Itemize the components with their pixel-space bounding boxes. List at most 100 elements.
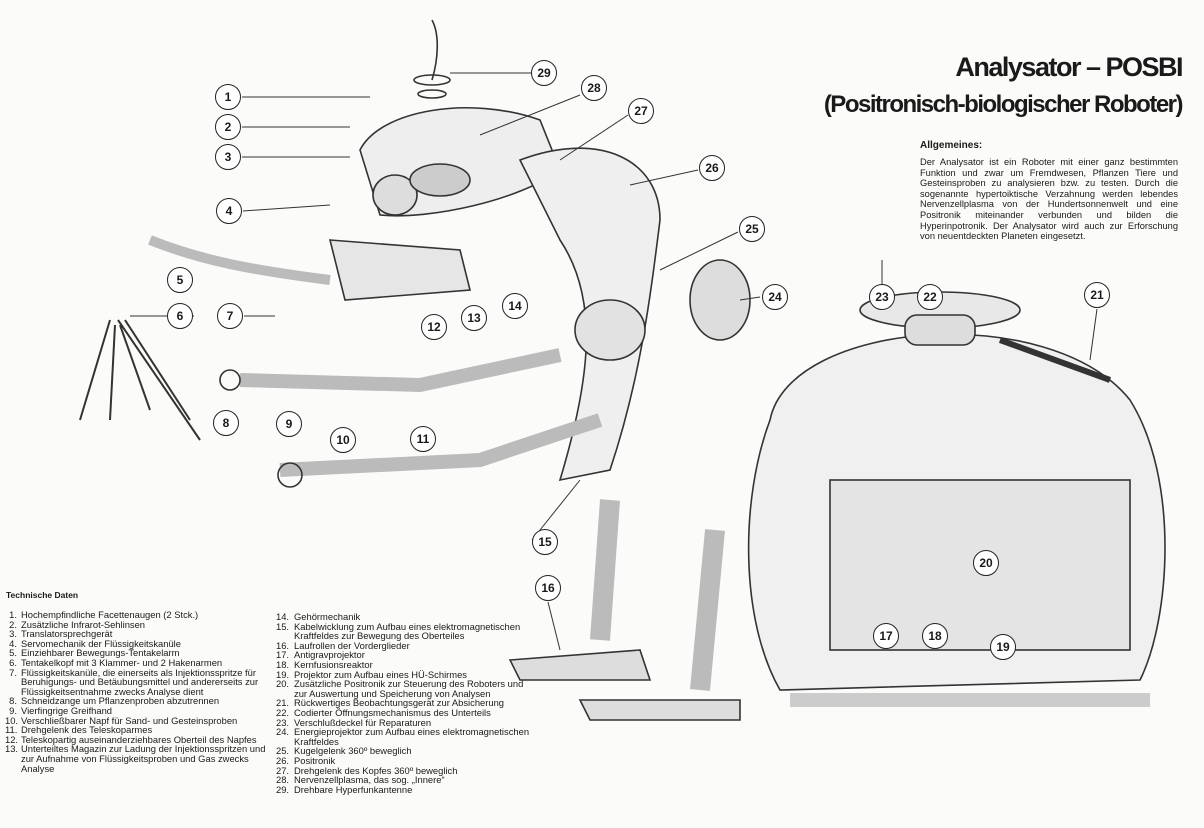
callout-25: 25 [739,216,765,242]
callout-2: 2 [215,114,241,140]
tech-item-text: Kugelgelenk 360º beweglich [294,745,412,757]
callout-16: 16 [535,575,561,601]
tech-item-text: Gehörmechanik [294,611,361,622]
tentacle-arm [148,235,331,285]
callout-10: 10 [330,427,356,453]
arm-lower [279,413,603,477]
opening-mechanism [904,314,976,346]
antenna-disc-lower [417,89,447,99]
tech-item-text: Einziehbarer Bewegungs-Tentakelarm [21,647,180,659]
gripper-hand [277,462,303,488]
tech-item-text: Zusätzliche Positronik zur Steuerung des… [294,678,524,699]
tech-item: 24.Energieprojektor zum Aufbau eines ele… [276,727,538,746]
callout-17: 17 [873,623,899,649]
tech-item-text: Tentakelkopf mit 3 Klammer- und 2 Hakena… [21,656,223,668]
tech-item-number: 18. [276,658,290,670]
callout-11: 11 [410,426,436,452]
arm-upper [239,348,562,393]
tech-item-number: 21. [276,697,290,709]
tech-item-number: 5. [9,647,17,659]
page-title: Analysator – POSBI (Positronisch-biologi… [742,48,1184,124]
tech-item: 20. Zusätzliche Positronik zur Steuerung … [276,679,538,698]
tech-item: 9.Vierfingrige Greifhand [5,706,273,716]
observation-device [998,337,1112,383]
tech-item: 11.Drehgelenk des Teleskoparmes [5,725,273,735]
tech-item-number: 28. [276,774,290,786]
general-heading: Allgemeines: [920,140,983,151]
tech-item-number: 19. [276,668,290,680]
tech-item: 17. Antigravprojektor [276,650,538,660]
tech-item-text: Flüssigkeitskanüle, die einerseits als I… [21,666,259,697]
tech-item-number: 13. [5,743,19,755]
tech-item-text: Translatorsprechgerät [21,628,113,640]
tech-item-text: Schneidzange um Pflanzenproben abzutrenn… [21,695,220,707]
eye-lens [372,174,418,216]
tech-item-text: Kernfusionsreaktor [294,658,373,670]
callout-29: 29 [531,60,557,86]
tech-item: 5. Einziehbarer Bewegungs-Tentakelarm [5,648,273,658]
tech-item: 12.Teleskopartig auseinanderziehbares Ob… [5,735,273,745]
tech-item-text: Energieprojektor zum Aufbau eines elektr… [294,726,530,747]
tech-item-number: 4. [9,637,17,649]
callout-21: 21 [1084,282,1110,308]
tech-item-number: 20. [276,678,290,690]
tech-item-number: 7. [9,666,17,678]
callout-26: 26 [699,155,725,181]
tech-item-number: 16. [276,639,290,651]
tech-item-text: Zusätzliche Infrarot-Sehlinsen [21,618,146,630]
tech-item-text: Kabelwicklung zum Aufbau eines elektroma… [294,620,521,642]
antenna [431,19,439,81]
tech-heading: Technische Daten [6,590,79,600]
tech-item: 7. Flüssigkeitskanüle, die einerseits als… [5,666,273,697]
tech-item: 19.Projektor zum Aufbau eines HÜ-Schirme… [276,668,538,680]
tech-item: 16. Laufrollen der Vorderglieder [276,641,538,651]
callout-19: 19 [990,634,1016,660]
tech-item-number: 14. [276,611,290,622]
tech-item: 3. Translatorsprechgerät [5,629,273,639]
ball-joint [574,299,646,361]
tech-item-number: 23. [276,716,290,728]
tech-item: 6. Tentakelkopf mit 3 Klammer- und 2 Hake… [5,658,273,668]
tech-item-number: 22. [276,706,290,718]
antenna-disc [413,74,451,86]
tech-item-number: 6. [9,656,17,668]
title-line-1: Analysator – POSBI [955,52,1183,82]
tech-item-number: 17. [276,649,290,661]
tech-item-text: Teleskopartig auseinanderziehbares Obert… [21,733,257,745]
tech-item-number: 2. [9,618,17,630]
tech-item-text: Unterteiltes Magazin zur Ladung der Inje… [21,743,266,774]
tech-item: 8.Schneidzange um Pflanzenproben abzutre… [5,696,273,706]
tech-item-text: Drehgelenk des Teleskoparmes [21,724,153,736]
tech-item: 1. Hochempfindliche Facettenaugen (2 Stck… [5,610,273,620]
tech-item: 26.Positronik [276,756,538,766]
callout-8: 8 [213,410,239,436]
callout-14: 14 [502,293,528,319]
tech-item-number: 10. [5,714,19,726]
tech-item-text: Antigravprojektor [294,649,365,661]
tech-item-number: 12. [5,733,19,745]
tech-item: 28.Nervenzellplasma, das sog. „Innere“ [276,775,538,785]
callout-23: 23 [869,284,895,310]
callout-20: 20 [973,550,999,576]
callout-4: 4 [216,198,242,224]
cutter [219,369,241,391]
tech-item: 13.Unterteiltes Magazin zur Ladung der I… [5,744,273,773]
legs [590,499,725,691]
tech-item-number: 26. [276,754,290,766]
callout-1: 1 [215,84,241,110]
callout-7: 7 [217,303,243,329]
tech-item-text: Laufrollen der Vorderglieder [294,639,410,651]
tech-item-number: 3. [9,628,17,640]
callout-3: 3 [215,144,241,170]
tech-item-number: 11. [5,724,18,736]
tech-item-text: Verschlußdeckel für Reparaturen [294,716,432,728]
tech-item-text: Hochempfindliche Facettenaugen (2 Stck.) [21,609,199,620]
tech-item-text: Drehbare Hyperfunkantenne [294,783,413,795]
tech-item-text: Codierter Öffnungsmechanismus des Untert… [294,706,491,718]
callout-28: 28 [581,75,607,101]
tech-item-number: 1. [9,609,17,620]
tech-item: 27.Drehgelenk des Kopfes 360º beweglich [276,765,538,776]
callout-13: 13 [461,305,487,331]
